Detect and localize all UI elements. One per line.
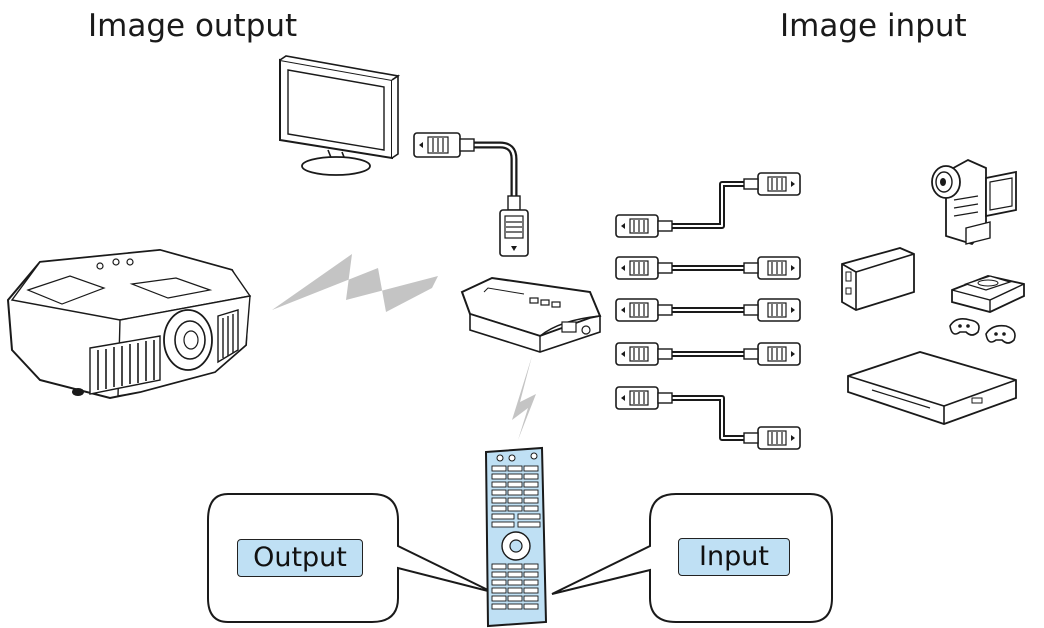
external-drive-icon: [841, 247, 915, 311]
blu-ray-player-icon: [847, 351, 1017, 425]
hdmi-plug-icon: [413, 132, 475, 158]
projector-icon: [6, 248, 252, 400]
input-hdmi-cables: [670, 181, 752, 441]
remote-control-icon: [484, 446, 548, 628]
hdmi-plug-icon: [499, 195, 529, 257]
output-hdmi-cable: [413, 132, 529, 257]
image-input-heading: Image input: [780, 8, 967, 44]
output-button-label: Output: [237, 539, 363, 577]
wireless-signal-icon: [272, 254, 438, 312]
game-console-icon: [951, 275, 1025, 313]
wireless-signal-icon: [512, 356, 536, 440]
gamepad-icon: [949, 318, 1016, 344]
monitor-icon: [279, 55, 401, 176]
image-output-heading: Image output: [88, 8, 298, 44]
camcorder-icon: [931, 158, 1017, 246]
hdmi-switcher-icon: [460, 276, 602, 353]
input-button-label: Input: [678, 538, 790, 576]
